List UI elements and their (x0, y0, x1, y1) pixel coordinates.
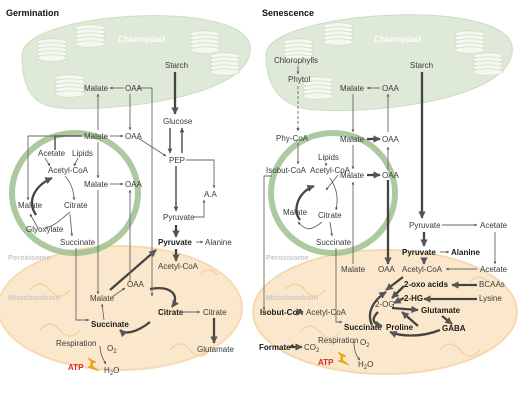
cytosol-malate-label: Malate (84, 132, 109, 141)
chloroplast-germination: Chloroplast (21, 15, 251, 110)
chloroplast-label: Chloroplast (374, 34, 421, 44)
lysine-label: Lysine (479, 294, 502, 303)
lightning-bolt-icon (337, 351, 350, 366)
bcaas-label: BCAAs (479, 280, 505, 289)
chloroplast-label: Chloroplast (118, 34, 165, 44)
mid-malate-label: Malate (84, 180, 109, 189)
mid-oaa-label: OAA (382, 171, 400, 180)
mito-isobut-coa-label: Isobut-CoA (260, 308, 303, 317)
germination-title: Germination (6, 8, 59, 18)
cytosol-malate-label: Malate (340, 135, 365, 144)
cytosol-oaa-label: OAA (125, 132, 143, 141)
oxo-acids-label: 2-oxo acids (404, 280, 449, 289)
peroxisome-label: Peroxisome (266, 253, 309, 262)
atp-label: ATP (68, 363, 84, 372)
peroxisome-senescence: Peroxisome (266, 130, 398, 262)
mito-oaa-label: OAA (378, 265, 396, 274)
iso-acetyl-coa-label: Acetyl-CoA (306, 308, 347, 317)
peroxisome-succinate-label: Succinate (60, 238, 96, 247)
lipids-label: Lipids (318, 153, 339, 162)
mid-malate-label: Malate (340, 171, 365, 180)
phytol-label: Phytol (288, 75, 310, 84)
acetate-right-label: Acetate (480, 265, 508, 274)
glutamate-label: Glutamate (421, 306, 461, 315)
atp-label: ATP (318, 358, 334, 367)
aa-label: A.A (204, 190, 218, 199)
co2-label: CO2 (304, 343, 320, 354)
mitochondrion-label: Mitochondrion (8, 293, 60, 302)
mito-succinate-label: Succinate (91, 320, 129, 329)
peroxisome-isobut-coa-label: Isobut-CoA (266, 166, 307, 175)
mito-pyruvate-label: Pyruvate (402, 248, 436, 257)
peroxisome-germination: Peroxisome (8, 130, 141, 262)
gaba-label: GABA (442, 324, 466, 333)
respiration-label: Respiration (56, 339, 96, 348)
peroxisome-malate-label: Malate (283, 208, 308, 217)
mito-acetyl-coa-label: Acetyl-CoA (402, 265, 443, 274)
chloroplast-malate-label: Malate (340, 84, 365, 93)
mito-malate-label: Malate (90, 294, 115, 303)
alanine-label: Alanine (451, 248, 480, 257)
proline-label: Proline (386, 323, 414, 332)
mito-acetyl-coa-label: Acetyl-CoA (158, 262, 199, 271)
mito-malate-label: Malate (341, 265, 366, 274)
cytosol-oaa-label: OAA (382, 135, 400, 144)
h2o-label: H2O (358, 360, 373, 371)
two-og-label: 2-OG (375, 300, 395, 309)
peroxisome-label: Peroxisome (8, 253, 51, 262)
mito-succinate-label: Succinate (344, 323, 382, 332)
glucose-label: Glucose (163, 117, 193, 126)
chloroplast-oaa-label: OAA (125, 84, 143, 93)
senescence-panel: Senescence Chloroplast Mitochondrion Per… (252, 8, 518, 375)
mitochondrion-germination: Mitochondrion (0, 245, 243, 371)
germination-arrows (26, 72, 218, 365)
germination-panel: Germination Chloroplast Mitochondrion Pe… (0, 8, 251, 377)
peroxisome-acetyl-coa-label: Acetyl-CoA (310, 166, 351, 175)
o2-label: O2 (360, 338, 370, 349)
starch-label: Starch (165, 61, 188, 70)
chloroplast-malate-label: Malate (84, 84, 109, 93)
peroxisome-citrate-label: Citrate (64, 201, 88, 210)
peroxisome-acetyl-coa-label: Acetyl-CoA (48, 166, 89, 175)
respiration-label: Respiration (318, 336, 358, 345)
mito-citrate-label: Citrate (158, 308, 184, 317)
pep-label: PEP (169, 156, 185, 165)
formate-label: Formate* (259, 343, 295, 352)
peroxisome-succinate-label: Succinate (316, 238, 352, 247)
mitochondrion-senescence: Mitochondrion (252, 249, 518, 375)
lipids-label: Lipids (72, 149, 93, 158)
mito-pyruvate-label: Pyruvate (158, 238, 192, 247)
o2-label: O2 (107, 344, 117, 355)
senescence-arrows (262, 66, 497, 361)
glyoxylate-label: Glyoxylate (26, 225, 64, 234)
acetate-label: Acetate (38, 149, 66, 158)
cytosol-acetate-label: Acetate (480, 221, 508, 230)
alanine-label: Alanine (205, 238, 232, 247)
glutamate-label: Glutamate (197, 345, 234, 354)
senescence-title: Senescence (262, 8, 314, 18)
peroxisome-citrate-label: Citrate (318, 211, 342, 220)
mito-oaa-label: OAA (127, 280, 145, 289)
phy-coa-label: Phy-CoA (276, 134, 309, 143)
cytosol-pyruvate-label: Pyruvate (409, 221, 441, 230)
chlorophylls-label: Chlorophylls (274, 56, 318, 65)
cytosol-citrate-label: Citrate (203, 308, 227, 317)
h2o-label: H2O (104, 366, 119, 377)
lightning-bolt-icon (87, 357, 100, 372)
chloroplast-senescence: Chloroplast (265, 14, 513, 112)
two-hg-label: 2-HG (404, 294, 423, 303)
cytosol-pyruvate-label: Pyruvate (163, 213, 195, 222)
starch-label: Starch (410, 61, 433, 70)
chloroplast-oaa-label: OAA (382, 84, 400, 93)
mitochondrion-label: Mitochondrion (266, 293, 318, 302)
mid-oaa-label: OAA (125, 180, 143, 189)
peroxisome-malate-label: Malate (18, 201, 43, 210)
